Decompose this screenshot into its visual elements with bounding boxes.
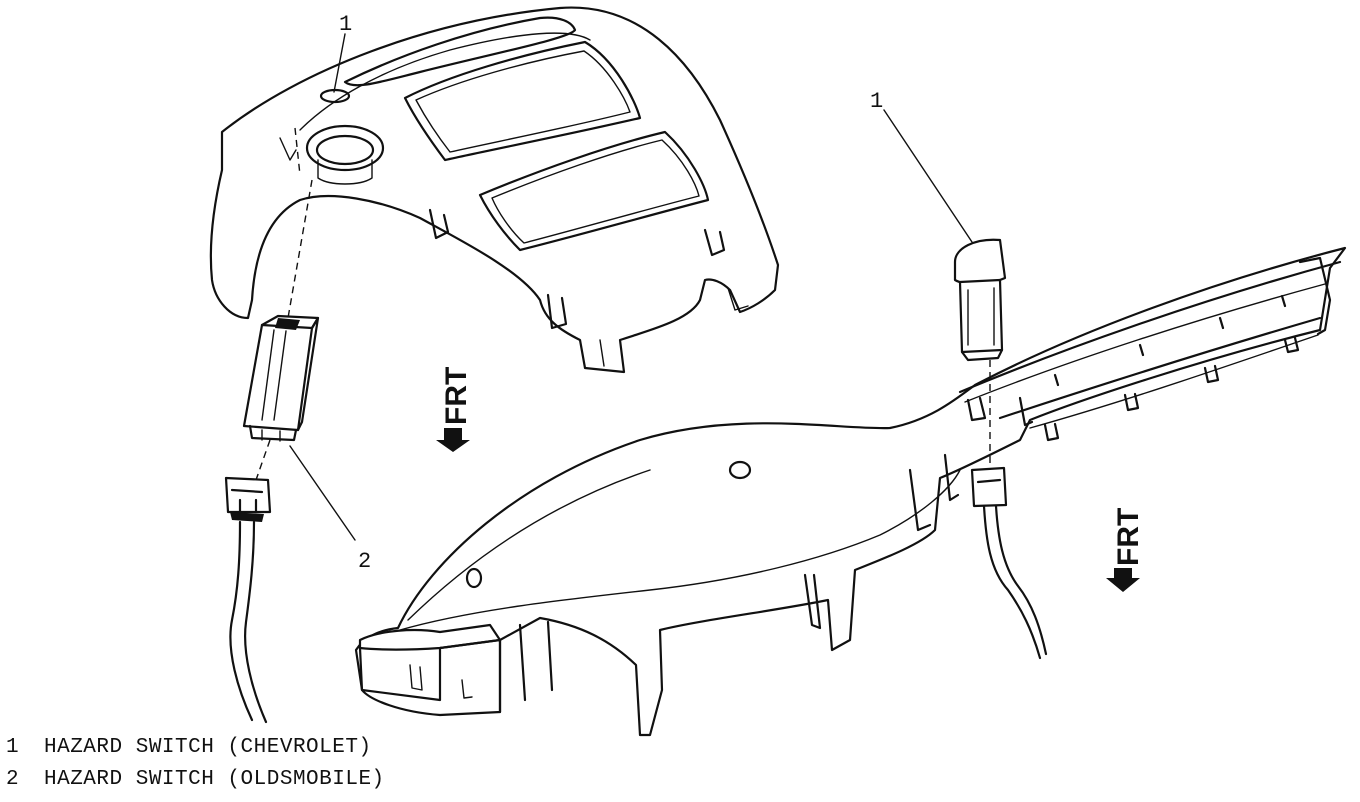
- legend-item: 2 HAZARD SWITCH (OLDSMOBILE): [6, 768, 385, 791]
- callout-left-switch: 2: [358, 549, 371, 574]
- leader-line-top-left: [333, 33, 346, 93]
- front-arrow-icon: [1106, 568, 1140, 592]
- legend-number: 2: [6, 768, 20, 791]
- legend-text: HAZARD SWITCH (OLDSMOBILE): [44, 768, 385, 791]
- frt-label: FRT: [1112, 508, 1145, 566]
- lower-console-body: [354, 246, 1347, 737]
- callout-top-left: 1: [339, 12, 352, 37]
- leader-lines: [289, 33, 973, 541]
- frt-indicator-center: FRT: [436, 367, 473, 452]
- right-hazard-switch-assembly: [953, 238, 1048, 660]
- frt-label: FRT: [440, 367, 473, 425]
- front-arrow-icon: [436, 428, 470, 452]
- callout-right-switch: 1: [870, 89, 883, 114]
- left-hazard-switch-assembly: [224, 179, 320, 724]
- frt-indicator-right: FRT: [1106, 508, 1145, 592]
- legend-number: 1: [6, 736, 20, 759]
- leader-line-right-switch: [883, 109, 973, 243]
- leader-line-left-switch: [289, 445, 356, 541]
- legend-text: HAZARD SWITCH (CHEVROLET): [44, 736, 372, 759]
- upper-instrument-bezel: [209, 6, 780, 374]
- legend-item: 1 HAZARD SWITCH (CHEVROLET): [6, 736, 372, 759]
